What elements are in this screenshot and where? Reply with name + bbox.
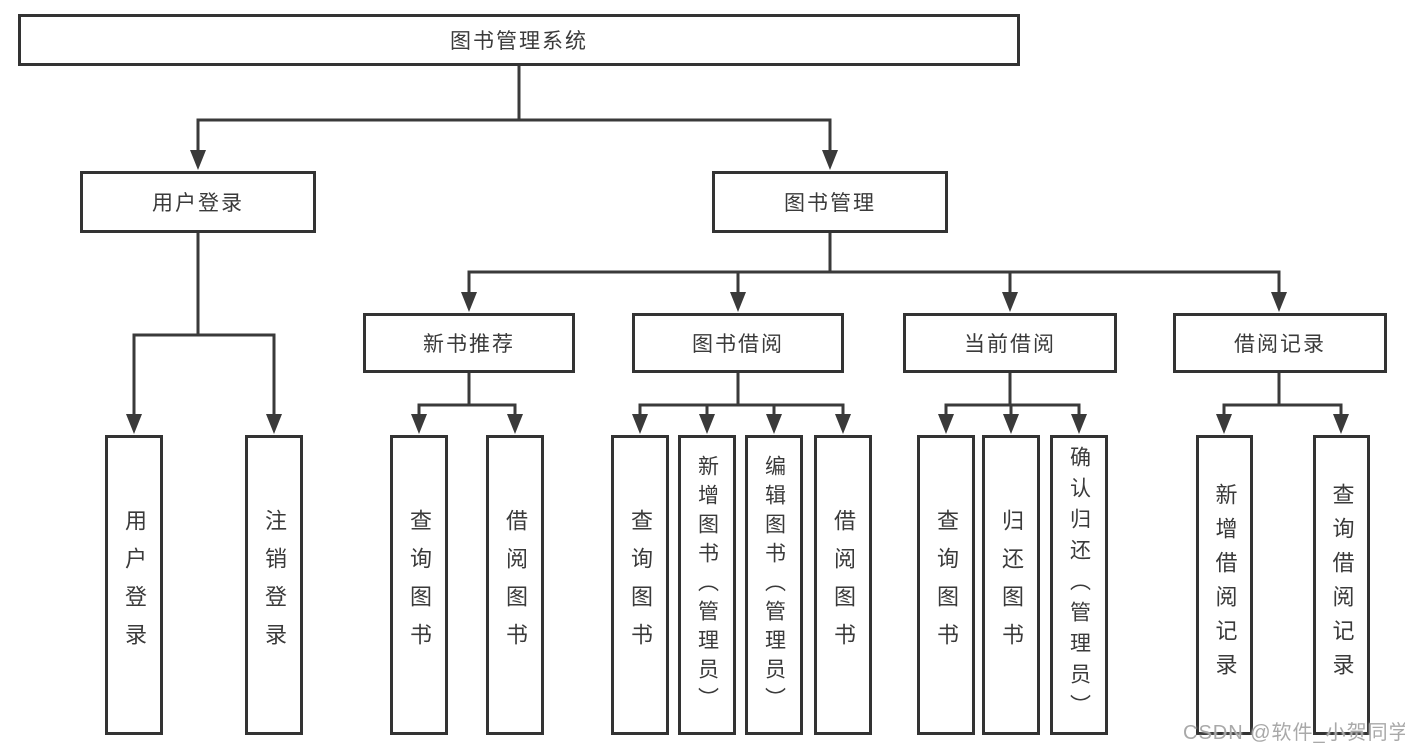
node-leaf-br-query-record: 查询借阅记录 [1313, 435, 1370, 735]
connector-root [196, 66, 832, 152]
node-label: 归还图书 [999, 509, 1024, 661]
node-leaf-bb-add-books-admin: 新增图书（管理员） [678, 435, 736, 735]
connector-borrow-records [1222, 373, 1343, 416]
node-root: 图书管理系统 [18, 14, 1020, 66]
node-label: 新增图书（管理员） [695, 454, 719, 716]
node-current-borrowing: 当前借阅 [903, 313, 1117, 373]
node-user-login: 用户登录 [80, 171, 316, 233]
node-label: 查询图书 [628, 509, 653, 661]
node-leaf-cb-return-books: 归还图书 [982, 435, 1040, 735]
connector-user-login [132, 233, 276, 416]
node-label: 确认归还（管理员） [1067, 445, 1091, 725]
connector-current-borrow [944, 373, 1081, 416]
node-label: 编辑图书（管理员） [762, 454, 786, 716]
node-label: 用户登录 [122, 509, 147, 661]
node-new-book-recommend: 新书推荐 [363, 313, 575, 373]
node-label: 查询图书 [407, 509, 432, 661]
node-label: 查询图书 [934, 509, 959, 661]
node-label: 注销登录 [262, 509, 287, 661]
connector-book-borrow [638, 373, 845, 416]
connector-new-books [417, 373, 517, 416]
arrowheads [126, 150, 1349, 434]
node-leaf-logout: 注销登录 [245, 435, 303, 735]
node-leaf-nb-query-books: 查询图书 [390, 435, 448, 735]
node-label: 借阅图书 [831, 509, 856, 661]
watermark: CSDN @软件_小贺同学 [1183, 722, 1405, 744]
node-leaf-user-login: 用户登录 [105, 435, 163, 735]
node-leaf-br-add-record: 新增借阅记录 [1196, 435, 1253, 735]
node-leaf-bb-query-books: 查询图书 [611, 435, 669, 735]
node-leaf-bb-borrow-books: 借阅图书 [814, 435, 872, 735]
node-book-management: 图书管理 [712, 171, 948, 233]
node-leaf-bb-edit-books-admin: 编辑图书（管理员） [745, 435, 803, 735]
node-label: 查询借阅记录 [1329, 483, 1355, 687]
node-label: 借阅图书 [503, 509, 528, 661]
node-borrowing-records: 借阅记录 [1173, 313, 1387, 373]
node-leaf-nb-borrow-books: 借阅图书 [486, 435, 544, 735]
node-label: 新增借阅记录 [1212, 483, 1238, 687]
node-leaf-cb-query-books: 查询图书 [917, 435, 975, 735]
node-leaf-cb-confirm-return-admin: 确认归还（管理员） [1050, 435, 1108, 735]
connector-book-mgmt [467, 233, 1281, 294]
node-book-borrowing: 图书借阅 [632, 313, 844, 373]
